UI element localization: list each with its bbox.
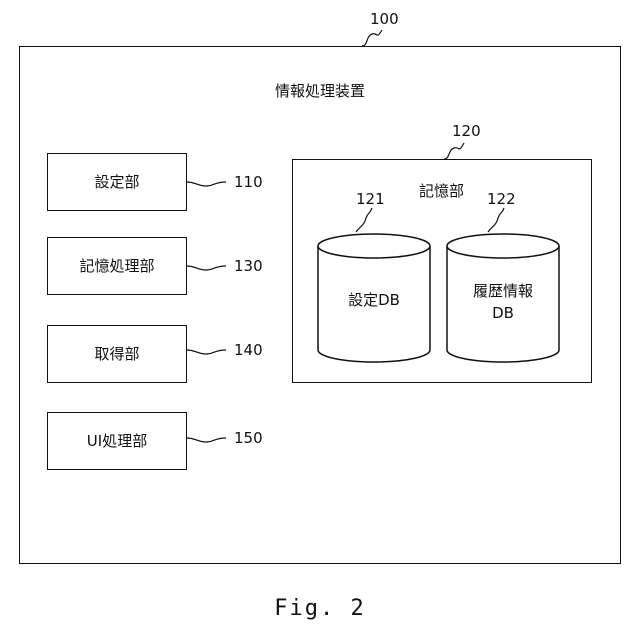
- db2-ref: 122: [487, 190, 516, 208]
- db1-label-text: 設定DB: [348, 289, 400, 311]
- module-storage-processing-ref: 130: [234, 257, 263, 275]
- module-acquisition: 取得部: [47, 325, 187, 383]
- module-settings-ref: 110: [234, 173, 263, 191]
- storage-ref: 120: [452, 122, 481, 140]
- db2-label-line1: 履歴情報: [473, 280, 533, 302]
- db2-label-line2: DB: [492, 302, 514, 324]
- module-acquisition-label: 取得部: [94, 343, 139, 365]
- db2-label: 履歴情報 DB: [447, 262, 559, 342]
- module-acquisition-ref: 140: [234, 341, 263, 359]
- module-storage-processing: 記憶処理部: [47, 237, 187, 295]
- db1-label: 設定DB: [318, 260, 430, 340]
- device-title: 情報処理装置: [275, 80, 365, 101]
- module-ui-processing-ref: 150: [234, 429, 263, 447]
- module-storage-processing-label: 記憶処理部: [79, 255, 154, 277]
- device-ref: 100: [370, 10, 399, 28]
- module-ui-processing-label: UI処理部: [87, 430, 147, 452]
- module-settings-label: 設定部: [94, 171, 139, 193]
- figure-caption: Fig. 2: [0, 596, 640, 621]
- module-settings: 設定部: [47, 153, 187, 211]
- db1-ref: 121: [356, 190, 385, 208]
- leader-100: [362, 30, 382, 46]
- module-ui-processing: UI処理部: [47, 412, 187, 470]
- storage-title: 記憶部: [419, 180, 464, 201]
